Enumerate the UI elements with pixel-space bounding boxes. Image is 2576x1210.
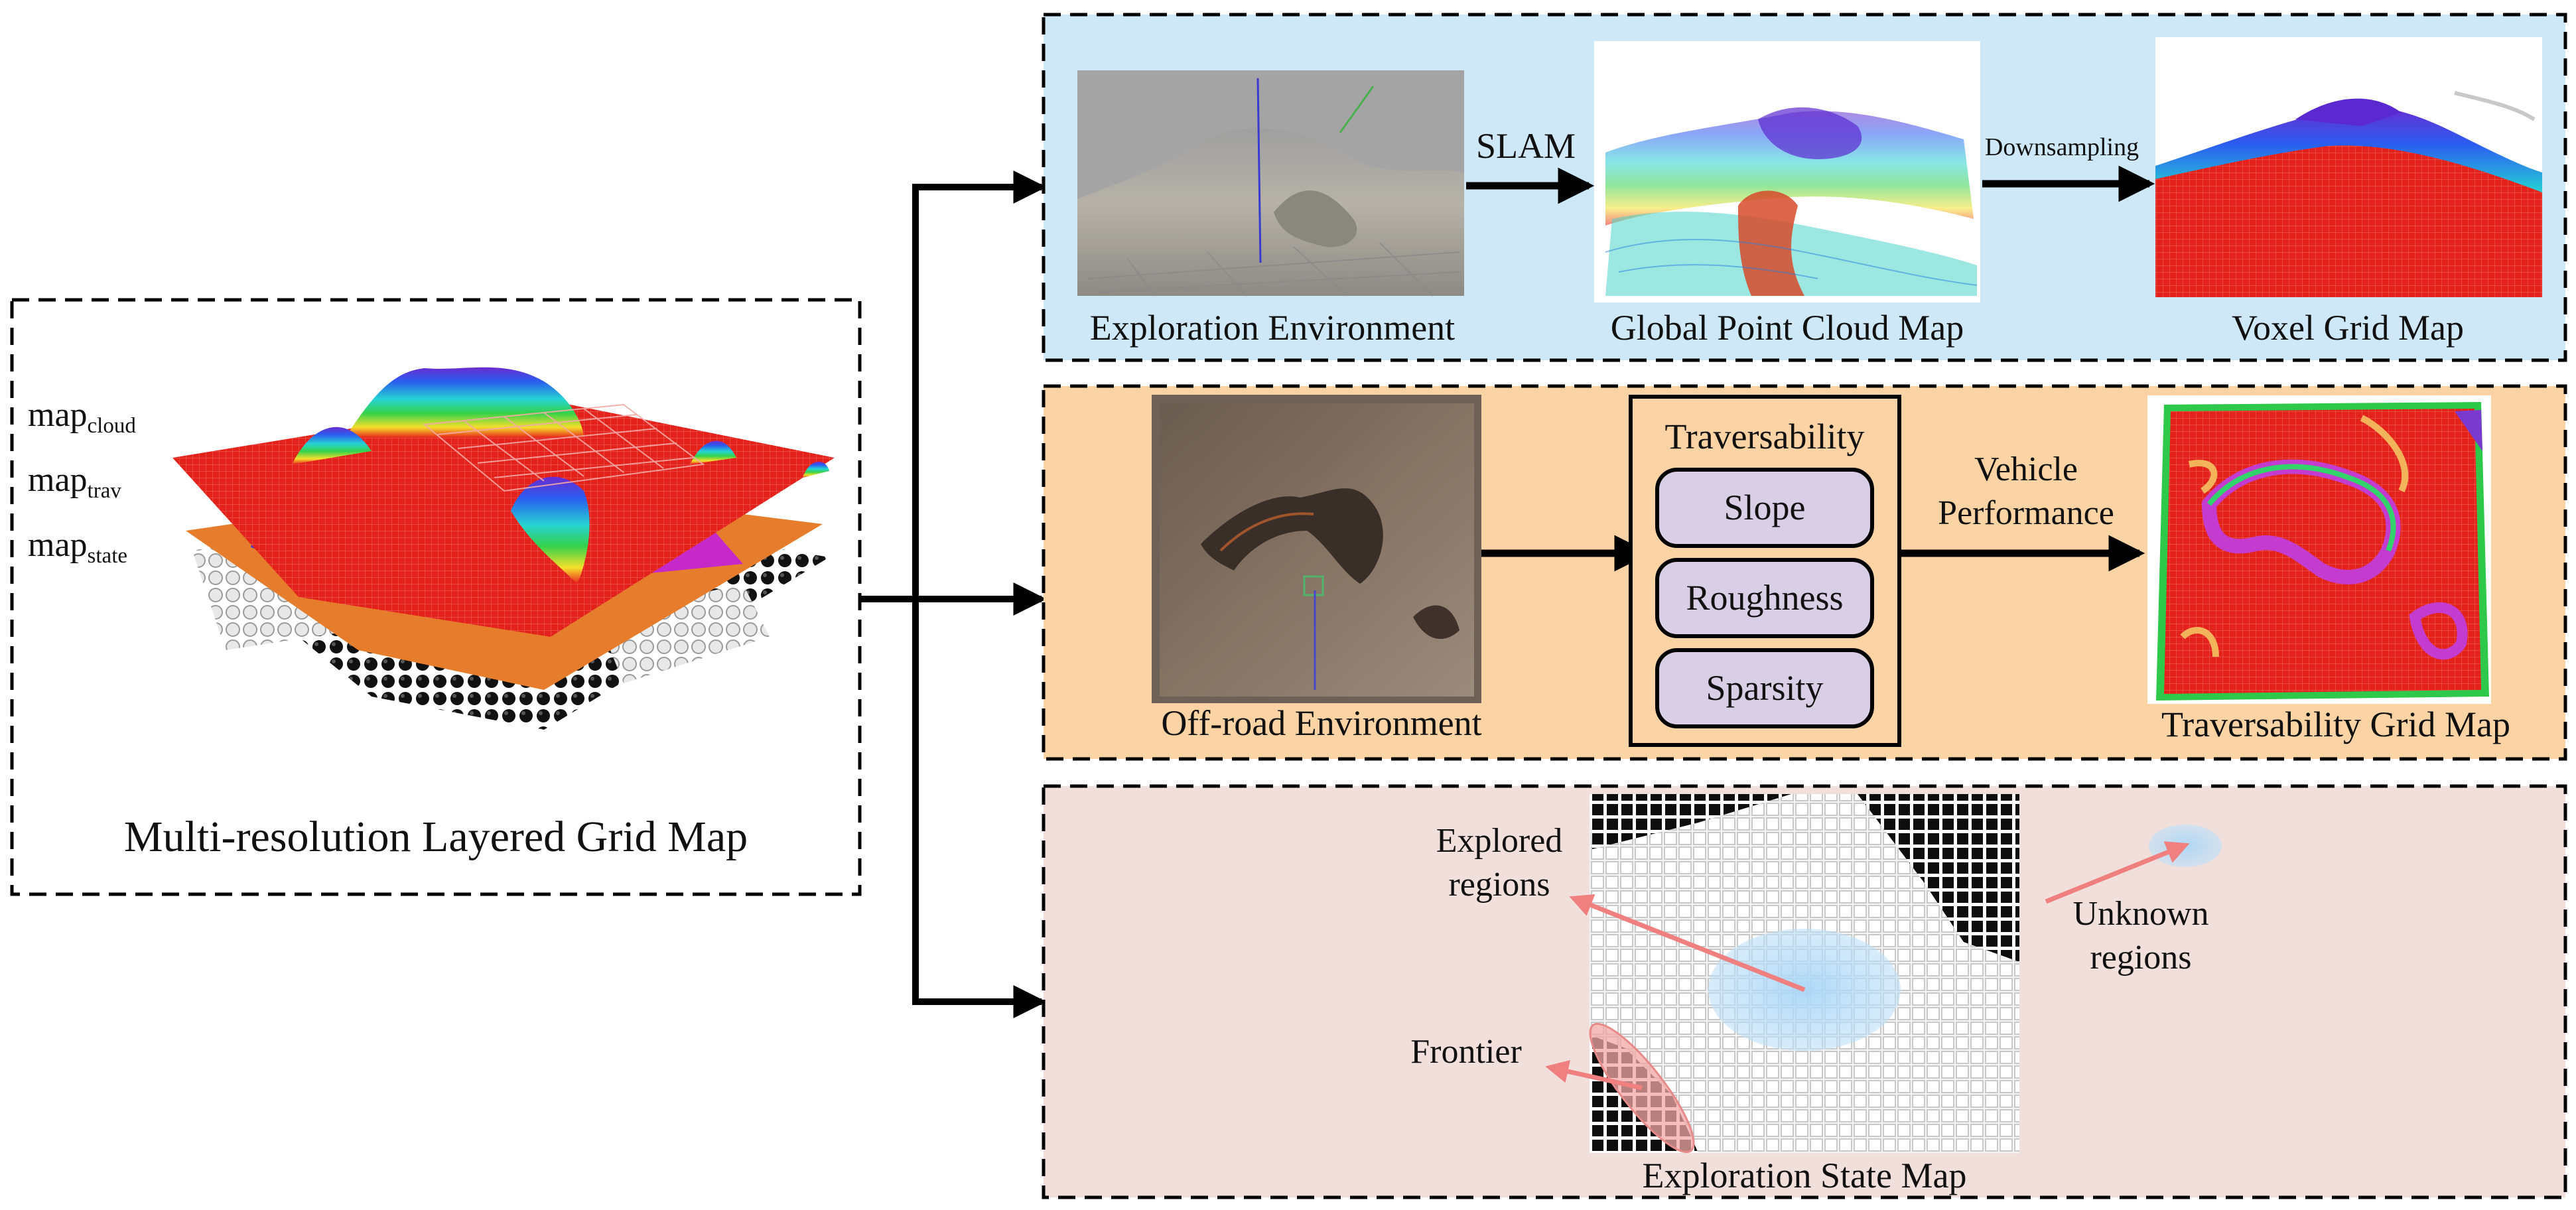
traversability-box: Traversability Slope Roughness Sparsity <box>1629 395 1901 747</box>
label-explored-line1: Explored <box>1436 822 1563 860</box>
factor-roughness-label: Roughness <box>1686 578 1843 618</box>
voxel-grid-icon <box>2155 37 2542 297</box>
layer-label-state: mapstate <box>28 526 127 568</box>
factor-slope-label: Slope <box>1724 488 1805 527</box>
offroad-terrain-icon <box>1152 395 1481 703</box>
caption-traversability-grid-map: Traversability Grid Map <box>2161 705 2510 744</box>
arrow-label-downsampling: Downsampling <box>1985 133 2139 161</box>
factor-slope <box>1655 468 1874 548</box>
left-panel-title: Multi-resolution Layered Grid Map <box>124 813 748 861</box>
traversability-title: Traversability <box>1665 417 1865 456</box>
caption-global-point-cloud-map: Global Point Cloud Map <box>1611 308 1964 348</box>
factor-sparsity-label: Sparsity <box>1706 668 1823 708</box>
layer-label-trav: maptrav <box>28 461 121 503</box>
caption-voxel-grid-map: Voxel Grid Map <box>2232 308 2464 348</box>
top-panel: Exploration Environment SLAM Global Poin… <box>1042 13 2567 362</box>
arrow-unknown-regions <box>2045 841 2190 904</box>
caption-offroad-environment: Off-road Environment <box>1161 703 1481 743</box>
layered-grid-map-icon <box>172 367 835 730</box>
factor-sparsity <box>1655 648 1874 728</box>
label-unknown-line1: Unknown <box>2072 895 2208 933</box>
point-cloud-icon <box>1594 41 1980 302</box>
label-unknown-line2: regions <box>2090 939 2191 976</box>
caption-exploration-environment: Exploration Environment <box>1090 308 1455 348</box>
bottom-panel: Explored regions Unknown regions Frontie… <box>1042 784 2567 1199</box>
connector-arrows <box>860 170 1047 1018</box>
label-frontier: Frontier <box>1410 1033 1522 1071</box>
caption-exploration-state-map: Exploration State Map <box>1643 1156 1967 1195</box>
label-explored-line2: regions <box>1448 866 1550 904</box>
factor-roughness <box>1655 558 1874 638</box>
layer-label-cloud: mapcloud <box>28 396 136 438</box>
arrow-explored-regions <box>1569 894 1806 992</box>
traversability-map-icon <box>2147 395 2491 704</box>
arrow-label-slam: SLAM <box>1476 126 1576 166</box>
terrain-render-icon <box>1077 70 1464 297</box>
middle-panel: Off-road Environment Traversability Slop… <box>1042 384 2567 761</box>
annotation-arrows <box>1545 841 2190 1091</box>
left-panel: mapcloud maptrav mapstate Multi-resoluti… <box>10 298 862 896</box>
arrow-label-performance: Performance <box>1938 494 2114 532</box>
arrow-label-vehicle: Vehicle <box>1974 450 2078 488</box>
arrow-frontier <box>1545 1060 1643 1091</box>
